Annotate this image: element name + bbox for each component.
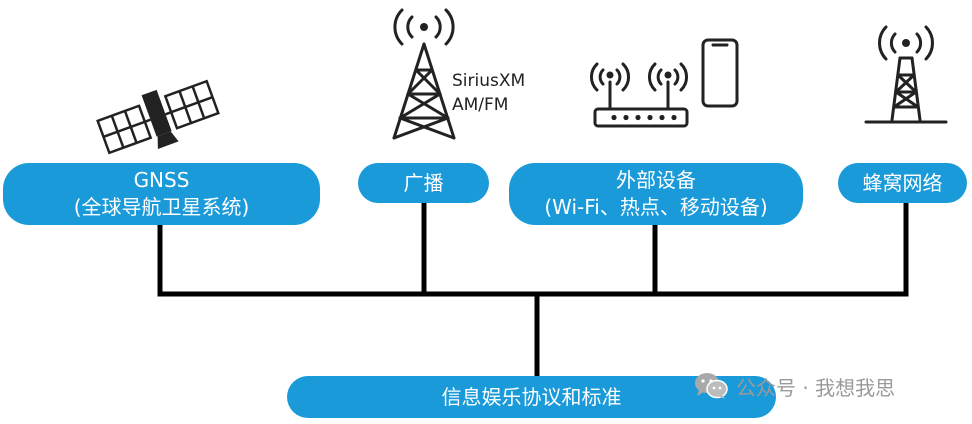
watermark: 公众号 · 我想我思 [694,370,895,402]
node-gnss-title: GNSS [133,168,190,192]
node-gnss: GNSS (全球导航卫星系统) [3,163,320,225]
node-external-subtitle: (Wi-Fi、热点、移动设备) [544,195,768,219]
cellular-tower-icon [864,25,948,124]
node-broadcast-label: 广播 [403,170,444,195]
satellite-icon [96,79,220,155]
node-infotainment: 信息娱乐协议和标准 [287,376,776,418]
router-icon [590,62,689,128]
watermark-text: 公众号 · 我想我思 [736,375,896,400]
node-cellular: 蜂窝网络 [838,163,967,203]
node-infotainment-label: 信息娱乐协议和标准 [441,384,622,409]
node-broadcast: 广播 [358,163,489,203]
broadcast-label-line1: SiriusXM [452,71,525,91]
node-external-devices: 外部设备 (Wi-Fi、热点、移动设备) [509,163,803,225]
node-gnss-subtitle: (全球导航卫星系统) [73,195,250,219]
phone-icon [701,38,739,108]
router-lights [606,71,677,121]
node-cellular-label: 蜂窝网络 [862,170,943,195]
broadcast-label-line2: AM/FM [452,95,508,115]
broadcast-tower-icon [392,8,456,140]
node-external-title: 外部设备 [616,168,696,192]
wechat-icon [695,373,728,399]
